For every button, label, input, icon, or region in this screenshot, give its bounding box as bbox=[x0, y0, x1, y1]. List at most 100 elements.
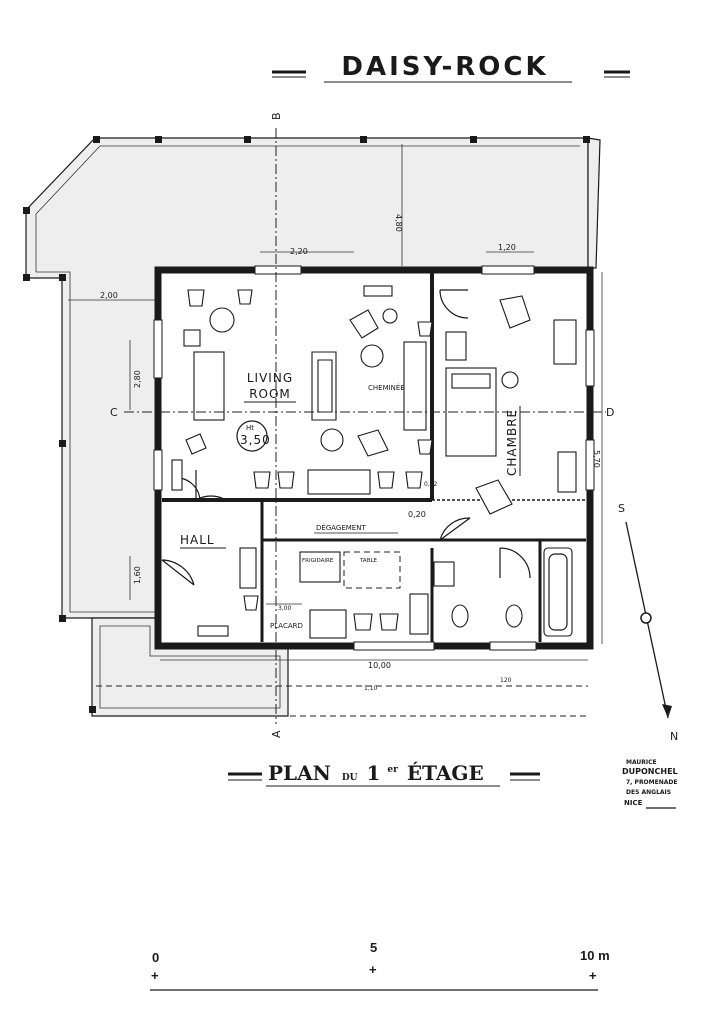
round-table bbox=[360, 344, 384, 368]
door-bedroom-top bbox=[439, 289, 469, 319]
shelf bbox=[171, 459, 183, 491]
chair bbox=[405, 471, 423, 489]
credit-line-4: DES ANGLAIS bbox=[626, 789, 671, 796]
furniture-bedroom bbox=[445, 295, 577, 515]
scale-label-5: 5 bbox=[370, 940, 377, 955]
door-hall-living-2 bbox=[179, 477, 201, 501]
chair bbox=[417, 439, 433, 455]
bed-pillow bbox=[451, 373, 491, 389]
dim-2-00: 2,00 bbox=[100, 291, 118, 300]
terrace-right-strip bbox=[587, 137, 601, 269]
orientation-south: S bbox=[618, 502, 625, 515]
furniture-service bbox=[197, 547, 573, 639]
window-top-left bbox=[254, 265, 302, 275]
hall-bench bbox=[239, 547, 257, 589]
scale-label-10: 10 m bbox=[580, 948, 610, 963]
dim-4-80: 4,80 bbox=[394, 214, 403, 232]
section-mark-b: B bbox=[270, 112, 283, 120]
section-mark-a: A bbox=[270, 730, 283, 738]
dim-1-10: 1,10 bbox=[364, 685, 378, 692]
bathtub-inner bbox=[548, 553, 568, 631]
terrace-post bbox=[155, 136, 162, 143]
round-table bbox=[382, 308, 398, 324]
kitchen-counter bbox=[309, 609, 347, 639]
scale-label-0: 0 bbox=[152, 950, 159, 965]
fridge bbox=[299, 551, 341, 583]
terrace-post bbox=[360, 136, 367, 143]
table-label: TABLE bbox=[359, 558, 378, 564]
shower-tray bbox=[409, 593, 429, 635]
living-room-label-1: LIVING bbox=[247, 371, 293, 385]
dim-2-80: 2,80 bbox=[133, 370, 142, 388]
orientation-marker bbox=[640, 612, 652, 624]
door-bedroom-corridor bbox=[439, 517, 471, 541]
hall-chair bbox=[243, 595, 259, 611]
dim-1-60: 1,60 bbox=[133, 566, 142, 584]
placard-label: PLACARD bbox=[270, 622, 303, 630]
terrace-post bbox=[89, 706, 96, 713]
terrace-post bbox=[23, 207, 30, 214]
chair bbox=[377, 471, 395, 489]
terrace-post bbox=[59, 274, 66, 281]
room-labels: LIVING ROOM Ht 3,50 CHEMINÉE CHAMBRE HAL… bbox=[180, 371, 521, 630]
armchair bbox=[349, 309, 379, 339]
plan-subtitle-main: PLAN bbox=[268, 761, 331, 785]
window-left-2 bbox=[153, 449, 163, 491]
section-mark-c: C bbox=[110, 406, 118, 419]
section-lines: B A C D bbox=[110, 112, 614, 738]
wardrobe bbox=[553, 319, 577, 365]
armchair bbox=[183, 329, 201, 347]
desk bbox=[193, 351, 225, 421]
side-table bbox=[501, 371, 519, 389]
round-table bbox=[320, 428, 344, 452]
terrace-bottom-inner bbox=[99, 625, 281, 709]
door-bath bbox=[499, 547, 531, 579]
bench bbox=[307, 469, 371, 495]
armchair bbox=[185, 433, 207, 455]
ceiling-height-mark: Ht bbox=[246, 424, 254, 432]
architect-credit: MAURICE DUPONCHEL 7, PROMENADE DES ANGLA… bbox=[622, 759, 678, 809]
window-bottom-2 bbox=[489, 641, 537, 651]
bathtub bbox=[543, 547, 573, 637]
washbasin bbox=[433, 561, 455, 587]
degagement-label: DÉGAGEMENT bbox=[316, 523, 366, 532]
wc bbox=[451, 604, 469, 628]
terrace-post bbox=[59, 615, 66, 622]
dim-0-20: 0,20 bbox=[408, 510, 426, 519]
chair bbox=[417, 321, 433, 337]
plan-subtitle-connector: DU bbox=[342, 773, 358, 783]
dim-1-20: 1,20 bbox=[498, 243, 516, 252]
bidet bbox=[505, 604, 523, 628]
terrace-post bbox=[93, 136, 100, 143]
kitchen-stool bbox=[353, 613, 373, 631]
chair bbox=[277, 471, 295, 489]
terrace-post bbox=[470, 136, 477, 143]
door-entrance bbox=[161, 559, 195, 586]
armchair bbox=[499, 295, 531, 329]
side-table bbox=[209, 307, 235, 333]
terrace-post bbox=[583, 136, 590, 143]
door-hall-living bbox=[195, 470, 227, 501]
frigidaire-label: FRIGIDAIRE bbox=[302, 558, 334, 564]
living-room-label-2: ROOM bbox=[249, 387, 291, 401]
window-right-1 bbox=[585, 329, 595, 387]
window-top-right bbox=[481, 265, 535, 275]
terrace-post bbox=[244, 136, 251, 143]
dimensions: 2,20 1,20 4,80 2,00 2,80 1,60 5,70 0,20 … bbox=[68, 144, 603, 717]
window-right-2 bbox=[585, 439, 595, 491]
orientation-arrow: S N bbox=[618, 502, 678, 743]
plan-subtitle: PLAN DU 1 er ÉTAGE bbox=[268, 753, 484, 785]
chambre-label: CHAMBRE bbox=[505, 409, 519, 476]
armchair bbox=[357, 429, 389, 457]
scale-tick-5: + bbox=[369, 962, 377, 977]
terrace-bottom bbox=[91, 617, 289, 717]
header-title-group: DAISY-ROCK bbox=[272, 52, 630, 83]
hall-console bbox=[197, 625, 229, 637]
terrace-post bbox=[59, 440, 66, 447]
kitchen-table bbox=[343, 551, 401, 589]
ceiling-height-circle bbox=[236, 420, 268, 452]
nightstand bbox=[445, 331, 467, 361]
terrace-left-inner bbox=[35, 145, 580, 613]
ceiling-height-value: 3,50 bbox=[240, 433, 271, 447]
